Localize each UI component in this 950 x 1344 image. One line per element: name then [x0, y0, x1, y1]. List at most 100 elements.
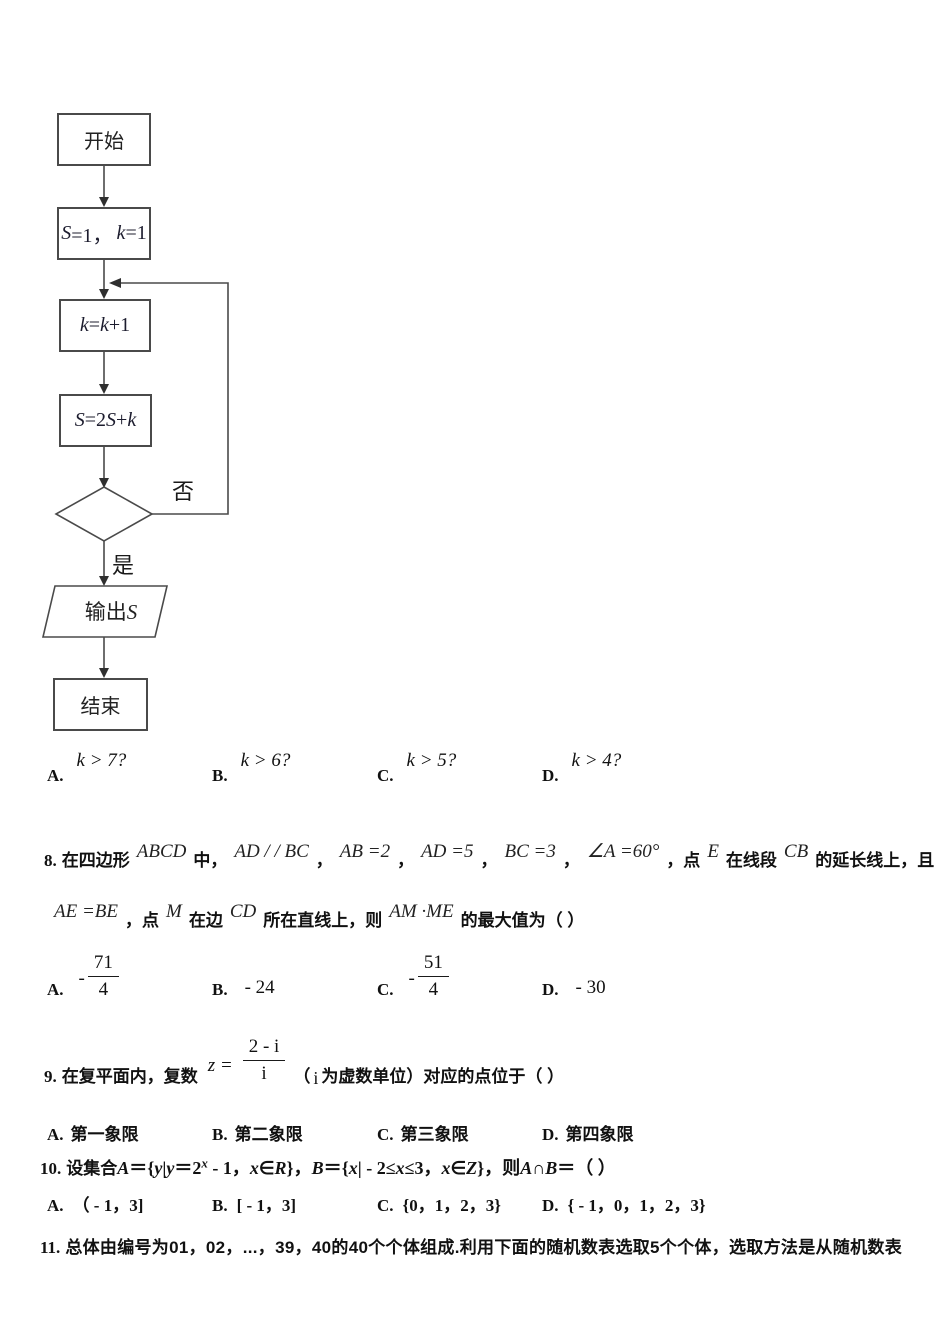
decision-diamond	[54, 486, 154, 542]
text-segment: ，	[562, 851, 580, 870]
question-number: 8.	[44, 851, 57, 870]
math-segment: |	[162, 1158, 167, 1178]
q9-paren-open: （	[293, 1067, 311, 1086]
fraction-denominator: i	[261, 1063, 267, 1084]
q9-z-equals: z =	[207, 1055, 233, 1076]
option-letter: D.	[542, 766, 559, 785]
option-text: 第三象限	[400, 1125, 469, 1144]
start-box: 开始	[57, 113, 151, 166]
q7-option-a: A. k > 7?	[47, 750, 127, 785]
fraction-denominator: 4	[98, 979, 109, 1000]
math-segment: AE =BE	[54, 901, 118, 922]
math-segment: }，则	[477, 1158, 521, 1178]
option-letter: C.	[377, 1196, 394, 1215]
output-var: S	[126, 600, 138, 624]
inc-plus1: +1	[108, 314, 131, 336]
text-segment: ，点	[125, 911, 159, 930]
yes-branch-label: 是	[112, 553, 135, 578]
option-letter: A.	[47, 766, 64, 785]
math-segment: ABCD	[136, 841, 187, 862]
arrow-left-icon	[109, 278, 121, 288]
step-var-s2: S	[106, 409, 117, 431]
option-letter: B.	[212, 980, 228, 999]
fraction-numerator: 51	[417, 952, 449, 977]
text-segment: 所在直线上，则	[263, 911, 383, 930]
q10-option-b: B.[ - 1，3]	[212, 1191, 296, 1216]
text-segment: 在四边形	[61, 851, 130, 870]
step-var-s1: S	[74, 409, 85, 431]
q9-option-c: C.第三象限	[377, 1120, 469, 1145]
q8-option-b: B. - 24	[212, 952, 275, 999]
math-segment: ∈	[258, 1158, 275, 1178]
math-segment: ∈	[450, 1158, 467, 1178]
option-value: - 24	[244, 977, 275, 998]
init-var-s: S	[61, 222, 72, 244]
option-text: 第一象限	[70, 1125, 139, 1144]
q11-line: 11.总体由编号为01，02，...，39，40的40个个体组成.利用下面的随机…	[40, 1233, 902, 1258]
arrow-down-icon	[99, 668, 109, 678]
math-segment: Z	[466, 1158, 478, 1178]
option-math: k > 7?	[76, 750, 127, 771]
q10-options-row: A.（ - 1，3] B.[ - 1，3] C.{0，1，2，3} D.{ - …	[0, 1191, 950, 1221]
inc-eq: =	[88, 314, 100, 336]
arrow-down-icon	[99, 197, 109, 207]
math-segment: E	[707, 841, 719, 862]
math-segment: CB	[783, 841, 809, 862]
fraction-denominator: 4	[428, 979, 439, 1000]
q7-option-d: D.k > 4?	[542, 750, 621, 785]
math-segment: ∠A =60°	[586, 841, 660, 862]
option-math: k > 6?	[240, 750, 291, 771]
no-branch-label: 否	[172, 479, 195, 504]
q10-option-d: D. { - 1，0，1，2，3}	[542, 1191, 706, 1216]
init-var-k: k	[116, 222, 126, 244]
output-parallelogram	[41, 585, 169, 638]
option-value: - 30	[575, 977, 606, 998]
q10-option-c: C. {0，1，2，3}	[377, 1191, 501, 1216]
option-text: { - 1，0，1，2，3}	[567, 1196, 706, 1215]
q9-options-row: A.第一象限 B.第二象限 C.第三象限 D.第四象限	[0, 1120, 950, 1150]
math-segment: }，	[286, 1158, 312, 1178]
math-segment: x	[348, 1158, 358, 1178]
step-var-k: k	[127, 409, 137, 431]
math-segment: A	[117, 1158, 130, 1178]
math-segment: y	[166, 1158, 175, 1178]
text-segment: 设集合	[66, 1159, 118, 1178]
arrow-down-icon	[99, 576, 109, 586]
q10-line: 10.设集合A＝{y|y＝2x - 1，x∈R}，B＝{x| - 2≤x≤3，x…	[40, 1154, 616, 1180]
math-segment: ＝2	[174, 1158, 202, 1178]
option-letter: B.	[212, 1196, 228, 1215]
math-segment: y	[154, 1158, 163, 1178]
arrow-down-icon	[99, 478, 109, 488]
math-segment: BC =3	[504, 841, 556, 862]
option-letter: A.	[47, 1125, 64, 1144]
start-label: 开始	[84, 131, 124, 153]
fraction-numerator: 2 - i	[242, 1036, 286, 1061]
q7-option-c: C.k > 5?	[377, 750, 456, 785]
text-segment: 的最大值为（ ）	[460, 911, 585, 930]
math-segment: | - 2≤	[357, 1158, 396, 1178]
text-segment: ，	[315, 851, 333, 870]
q7-options-row: A.k > 7? B.k > 6? C.k > 5? D.k > 4?	[0, 750, 950, 812]
minus-sign: -	[78, 968, 85, 989]
text-segment: 中，	[193, 851, 228, 870]
flowchart-canvas	[41, 165, 229, 678]
option-letter: A.	[47, 980, 64, 999]
output-text: 输出	[84, 601, 127, 624]
option-letter: B.	[212, 1125, 228, 1144]
option-text: {0，1，2，3}	[402, 1196, 501, 1215]
arrow-down-icon	[99, 384, 109, 394]
math-segment: M	[166, 901, 182, 922]
q9-imaginary-unit: i	[313, 1068, 319, 1088]
option-letter: D.	[542, 1196, 559, 1215]
q9-text1: 在复平面内，复数	[61, 1067, 198, 1086]
